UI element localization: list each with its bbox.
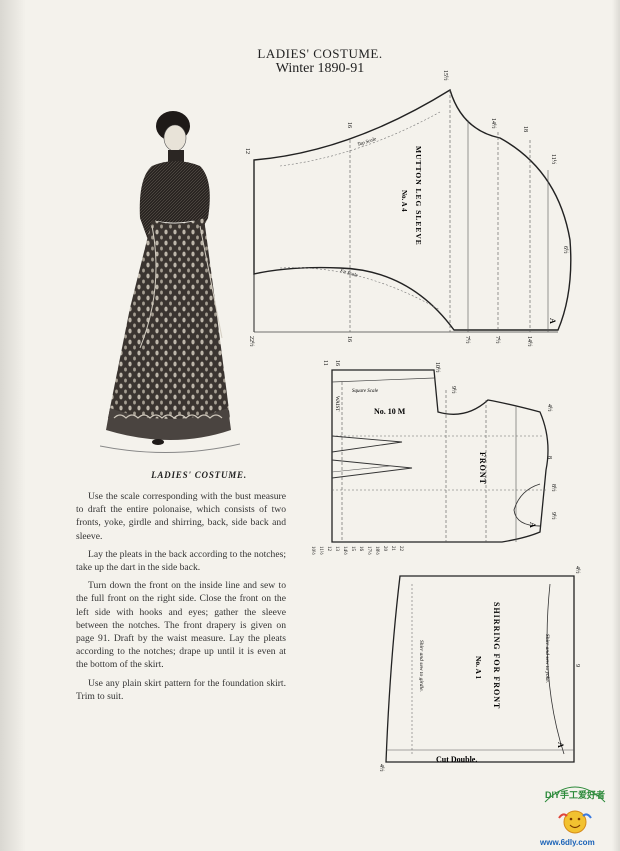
sleeve-pattern-number: No. A 4 bbox=[400, 190, 408, 212]
shirring-pattern: SHIRRING FOR FRONT No. A 1 Shirr and sew… bbox=[378, 566, 581, 772]
instructions-text: Use the scale corresponding with the bus… bbox=[76, 490, 286, 708]
front-bottom-mark: 21 bbox=[390, 546, 395, 552]
shirring-corner-mark: 9 bbox=[574, 664, 580, 667]
sleeve-pattern: Top Scale Fit Scale MUTTON LEG SLEEVE No… bbox=[244, 70, 572, 347]
front-bottom-mark: 16 bbox=[358, 546, 363, 552]
sleeve-top-mark: 16 bbox=[346, 122, 352, 128]
front-bottom-mark: 17½ bbox=[366, 546, 371, 555]
sleeve-edge-mark: 6½ bbox=[562, 246, 569, 254]
instruction-paragraph: Use the scale corresponding with the bus… bbox=[76, 491, 286, 542]
front-top-label: Square Scale bbox=[352, 389, 379, 394]
sleeve-top-mark: 18 bbox=[522, 126, 528, 132]
illustration-caption: LADIES' COSTUME. bbox=[151, 470, 247, 480]
instruction-paragraph: Turn down the front on the inside line a… bbox=[76, 580, 286, 671]
sleeve-edge-mark: A bbox=[548, 318, 557, 324]
sleeve-outline bbox=[253, 88, 572, 331]
front-edge-mark: 9½ bbox=[550, 512, 557, 520]
front-outline bbox=[331, 369, 549, 543]
front-edge-mark: 4½ bbox=[546, 404, 553, 412]
front-bottom-mark: 13 bbox=[334, 546, 339, 552]
front-bottom-mark: 15 bbox=[350, 546, 355, 552]
front-top-mark: 10½ bbox=[434, 362, 441, 373]
shirring-corner-mark: A bbox=[556, 742, 565, 748]
sleeve-bottom-mark: 16 bbox=[346, 336, 352, 342]
instruction-paragraph: Lay the pleats in the back according to … bbox=[76, 548, 286, 574]
sleeve-top-mark: 14½ bbox=[490, 118, 497, 129]
page-edge-shadow bbox=[612, 0, 620, 851]
instruction-paragraph: Use any plain skirt pattern for the foun… bbox=[76, 677, 286, 702]
front-edge-mark: 8 bbox=[546, 456, 552, 459]
sleeve-top-mark: 15½ bbox=[442, 70, 449, 81]
shirring-pattern-number: No. A 1 bbox=[474, 656, 483, 679]
sleeve-bottom-mark: 22½ bbox=[248, 336, 255, 347]
page-subtitle: Winter 1890-91 bbox=[275, 61, 365, 76]
front-edge-mark: 8½ bbox=[550, 484, 557, 492]
front-pattern: Square Scale No. 10 M WAIST FRONT 11 16 … bbox=[310, 360, 557, 555]
front-edge-mark: A bbox=[528, 522, 537, 528]
front-bottom-mark: 18½ bbox=[374, 546, 379, 555]
front-bottom-mark: 11½ bbox=[318, 546, 323, 555]
shirring-right-label: Shirr and sew to yoke. bbox=[544, 634, 550, 683]
shirring-pattern-name: SHIRRING FOR FRONT bbox=[492, 602, 501, 709]
front-bottom-mark: 10½ bbox=[310, 546, 315, 555]
sleeve-bottom-mark: 7½ bbox=[464, 336, 471, 344]
front-bottom-mark: 12 bbox=[326, 546, 331, 552]
watermark-url: www.6dly.com bbox=[540, 838, 595, 847]
front-top-mark: 16 bbox=[334, 360, 340, 366]
front-side-label: WAIST bbox=[334, 396, 339, 411]
front-top-mark: 11 bbox=[322, 360, 328, 366]
sleeve-bottom-mark: 14½ bbox=[526, 336, 533, 347]
pattern-diagrams: Top Scale Fit Scale MUTTON LEG SLEEVE No… bbox=[244, 70, 581, 772]
shirring-bottom-label: Cut Double. bbox=[436, 755, 477, 764]
page-title: LADIES' COSTUME. bbox=[257, 46, 383, 61]
sleeve-upper-line-label: Top Scale bbox=[357, 137, 378, 148]
smiley-icon bbox=[563, 810, 587, 834]
shirring-corner-mark: 4½ bbox=[378, 764, 385, 772]
front-pattern-number: No. 10 M bbox=[374, 407, 406, 416]
front-pattern-name: FRONT bbox=[478, 452, 487, 485]
shirring-outline bbox=[385, 575, 575, 763]
costume-illustration bbox=[100, 111, 240, 453]
shirring-corner-mark: 4½ bbox=[574, 566, 581, 574]
page-header: LADIES' COSTUME. Winter 1890-91 bbox=[200, 46, 440, 76]
sleeve-top-mark: 11½ bbox=[550, 154, 557, 165]
front-top-mark: 9½ bbox=[450, 386, 457, 394]
front-bottom-mark: 20 bbox=[382, 546, 387, 552]
watermark-logo: DIY手工爱好者 bbox=[544, 786, 606, 834]
sleeve-lower-line-label: Fit Scale bbox=[338, 269, 358, 279]
shirring-left-label: Shirr and sew to girdle. bbox=[418, 640, 424, 692]
page-gutter-shadow bbox=[0, 0, 26, 851]
sleeve-bottom-mark: 7½ bbox=[494, 336, 501, 344]
sleeve-pattern-name: MUTTON LEG SLEEVE bbox=[414, 146, 423, 246]
sleeve-top-mark: 12 bbox=[244, 148, 250, 154]
watermark-logo-text: DIY手工爱好者 bbox=[545, 789, 605, 800]
front-bottom-mark: 14½ bbox=[342, 546, 347, 555]
front-bottom-mark: 22 bbox=[398, 546, 403, 552]
